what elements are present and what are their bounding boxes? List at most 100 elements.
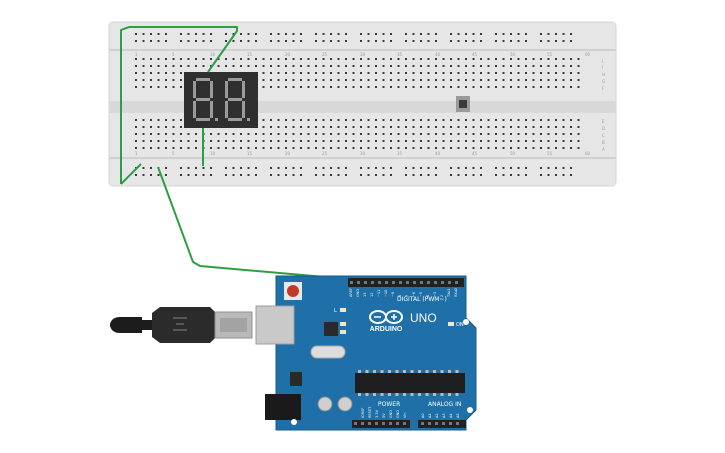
breadboard-hole[interactable] xyxy=(300,140,302,142)
pushbutton[interactable] xyxy=(456,96,470,112)
breadboard-hole[interactable] xyxy=(172,126,175,128)
breadboard-hole[interactable] xyxy=(510,86,512,88)
breadboard-hole[interactable] xyxy=(277,133,280,135)
breadboard-hole[interactable] xyxy=(292,65,295,67)
breadboard-hole[interactable] xyxy=(502,126,505,128)
breadboard-hole[interactable] xyxy=(360,147,362,149)
breadboard-hole[interactable] xyxy=(532,72,535,74)
breadboard-hole[interactable] xyxy=(412,72,415,74)
breadboard-hole[interactable] xyxy=(300,167,302,169)
breadboard-hole[interactable] xyxy=(577,119,580,121)
breadboard-hole[interactable] xyxy=(202,40,205,42)
breadboard-hole[interactable] xyxy=(292,79,295,81)
breadboard-hole[interactable] xyxy=(180,58,182,60)
breadboard-hole[interactable] xyxy=(450,40,452,42)
breadboard-hole[interactable] xyxy=(292,147,295,149)
breadboard-hole[interactable] xyxy=(285,86,287,88)
breadboard-hole[interactable] xyxy=(157,65,160,67)
breadboard-hole[interactable] xyxy=(555,140,557,142)
breadboard-hole[interactable] xyxy=(540,140,542,142)
breadboard-hole[interactable] xyxy=(150,140,152,142)
header-pin[interactable] xyxy=(399,281,402,284)
breadboard-hole[interactable] xyxy=(135,72,137,74)
breadboard-hole[interactable] xyxy=(247,58,250,60)
breadboard-hole[interactable] xyxy=(157,140,160,142)
breadboard-hole[interactable] xyxy=(472,79,475,81)
breadboard-hole[interactable] xyxy=(480,58,482,60)
breadboard-hole[interactable] xyxy=(382,174,385,176)
breadboard-hole[interactable] xyxy=(472,167,475,169)
breadboard-hole[interactable] xyxy=(375,33,377,35)
breadboard-hole[interactable] xyxy=(502,33,505,35)
breadboard-hole[interactable] xyxy=(300,119,302,121)
breadboard-hole[interactable] xyxy=(450,33,452,35)
breadboard-hole[interactable] xyxy=(292,40,295,42)
breadboard-hole[interactable] xyxy=(285,65,287,67)
breadboard-hole[interactable] xyxy=(382,33,385,35)
breadboard-hole[interactable] xyxy=(532,126,535,128)
breadboard-hole[interactable] xyxy=(382,140,385,142)
breadboard-hole[interactable] xyxy=(352,58,355,60)
breadboard-hole[interactable] xyxy=(337,147,340,149)
breadboard-hole[interactable] xyxy=(337,133,340,135)
breadboard-hole[interactable] xyxy=(517,86,520,88)
breadboard-hole[interactable] xyxy=(397,133,400,135)
breadboard-hole[interactable] xyxy=(330,147,332,149)
header-pin[interactable] xyxy=(441,281,444,284)
breadboard-hole[interactable] xyxy=(307,79,310,81)
breadboard-hole[interactable] xyxy=(315,79,317,81)
breadboard-hole[interactable] xyxy=(307,147,310,149)
breadboard-hole[interactable] xyxy=(435,40,437,42)
breadboard-hole[interactable] xyxy=(135,140,137,142)
breadboard-hole[interactable] xyxy=(487,86,490,88)
breadboard-hole[interactable] xyxy=(465,167,467,169)
breadboard-hole[interactable] xyxy=(315,58,317,60)
breadboard-hole[interactable] xyxy=(337,40,340,42)
power-jack[interactable] xyxy=(265,394,301,420)
breadboard-hole[interactable] xyxy=(375,79,377,81)
breadboard-hole[interactable] xyxy=(420,72,422,74)
breadboard-hole[interactable] xyxy=(277,58,280,60)
breadboard-hole[interactable] xyxy=(195,33,197,35)
breadboard-hole[interactable] xyxy=(540,147,542,149)
breadboard-hole[interactable] xyxy=(540,133,542,135)
breadboard-hole[interactable] xyxy=(562,133,565,135)
breadboard-hole[interactable] xyxy=(465,33,467,35)
breadboard-hole[interactable] xyxy=(562,58,565,60)
breadboard-hole[interactable] xyxy=(450,133,452,135)
breadboard-hole[interactable] xyxy=(345,79,347,81)
breadboard-hole[interactable] xyxy=(165,79,167,81)
breadboard-hole[interactable] xyxy=(345,40,347,42)
breadboard-hole[interactable] xyxy=(397,72,400,74)
breadboard-hole[interactable] xyxy=(427,119,430,121)
breadboard-hole[interactable] xyxy=(562,147,565,149)
breadboard-hole[interactable] xyxy=(165,133,167,135)
breadboard-hole[interactable] xyxy=(562,40,565,42)
breadboard-hole[interactable] xyxy=(487,58,490,60)
breadboard-hole[interactable] xyxy=(450,72,452,74)
breadboard-hole[interactable] xyxy=(232,33,235,35)
breadboard-hole[interactable] xyxy=(277,86,280,88)
breadboard-hole[interactable] xyxy=(262,86,265,88)
breadboard-hole[interactable] xyxy=(412,65,415,67)
breadboard-hole[interactable] xyxy=(427,174,430,176)
breadboard-hole[interactable] xyxy=(262,72,265,74)
breadboard-hole[interactable] xyxy=(225,58,227,60)
breadboard-hole[interactable] xyxy=(420,40,422,42)
breadboard-hole[interactable] xyxy=(472,133,475,135)
breadboard-hole[interactable] xyxy=(562,119,565,121)
breadboard-hole[interactable] xyxy=(360,167,362,169)
breadboard-hole[interactable] xyxy=(285,140,287,142)
breadboard-hole[interactable] xyxy=(540,126,542,128)
breadboard-hole[interactable] xyxy=(330,79,332,81)
breadboard-hole[interactable] xyxy=(382,167,385,169)
breadboard-hole[interactable] xyxy=(277,167,280,169)
breadboard-hole[interactable] xyxy=(472,86,475,88)
breadboard-hole[interactable] xyxy=(322,167,325,169)
breadboard-hole[interactable] xyxy=(315,119,317,121)
breadboard-hole[interactable] xyxy=(345,58,347,60)
header-pin[interactable] xyxy=(350,281,353,284)
breadboard-hole[interactable] xyxy=(187,174,190,176)
breadboard-hole[interactable] xyxy=(315,126,317,128)
breadboard-hole[interactable] xyxy=(495,79,497,81)
